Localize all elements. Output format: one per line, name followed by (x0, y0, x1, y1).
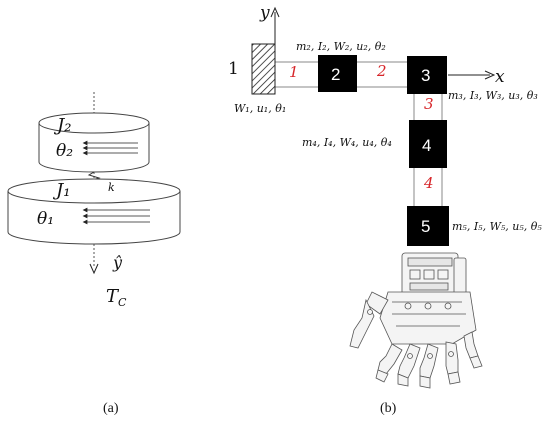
node-4-label: 4 (422, 136, 431, 155)
node-3-label: 3 (421, 66, 430, 85)
segment-3-label: 3 (424, 95, 434, 113)
segment-1-label: 1 (289, 63, 299, 81)
node-2 (318, 55, 357, 92)
torque-label: TC (106, 286, 127, 309)
node-2-label: 2 (331, 65, 340, 84)
panel-a-diagram: J₂ θ₂ J₁ k θ₁ ŷ TC (a) (7, 92, 181, 416)
panel-a-caption: (a) (103, 401, 119, 416)
links (275, 61, 443, 206)
finger-extra (463, 331, 483, 369)
panel-b-diagram: y x 1 W₁, u₁, θ₁ 2 m₂, I₂, W₂, u₂, θ₂ 3 … (228, 3, 542, 416)
segment-2-label: 2 (376, 62, 387, 80)
segment-4-label: 4 (423, 174, 434, 192)
finger-index (375, 343, 403, 383)
bottom-disk (7, 178, 181, 245)
panel-b-caption: (b) (380, 401, 397, 416)
top-disk-inertia: J₂ (53, 115, 71, 136)
base-params: W₁, u₁, θ₁ (234, 102, 286, 115)
node-4 (409, 120, 447, 168)
finger-little (445, 341, 461, 385)
node-3 (407, 56, 447, 94)
finger-middle (397, 343, 421, 387)
robotic-hand-illustration (349, 252, 483, 389)
bottom-disk-angle: θ₁ (37, 209, 54, 229)
node-5 (407, 206, 449, 246)
node-5-params: m₅, I₅, W₅, u₅, θ₅ (452, 220, 542, 233)
base-label: 1 (228, 59, 239, 79)
finger-ring (419, 343, 439, 389)
node-5-label: 5 (421, 217, 430, 236)
axis-arrowhead (89, 263, 99, 275)
y-axis-label: y (259, 3, 270, 23)
axis-label: ŷ (112, 253, 123, 272)
top-disk (38, 112, 150, 173)
node-3-params: m₃, I₃, W₃, u₃, θ₃ (448, 89, 538, 102)
node-2-params: m₂, I₂, W₂, u₂, θ₂ (296, 40, 386, 53)
spring-label: k (108, 181, 115, 194)
bottom-disk-arrows (82, 207, 150, 225)
x-axis-label: x (495, 67, 505, 87)
fixed-base (251, 43, 276, 95)
node-4-params: m₄, I₄, W₄, u₄, θ₄ (302, 136, 392, 149)
top-disk-arrows (82, 140, 138, 156)
top-disk-angle: θ₂ (56, 141, 73, 161)
bottom-disk-inertia: J₁ (52, 180, 70, 201)
